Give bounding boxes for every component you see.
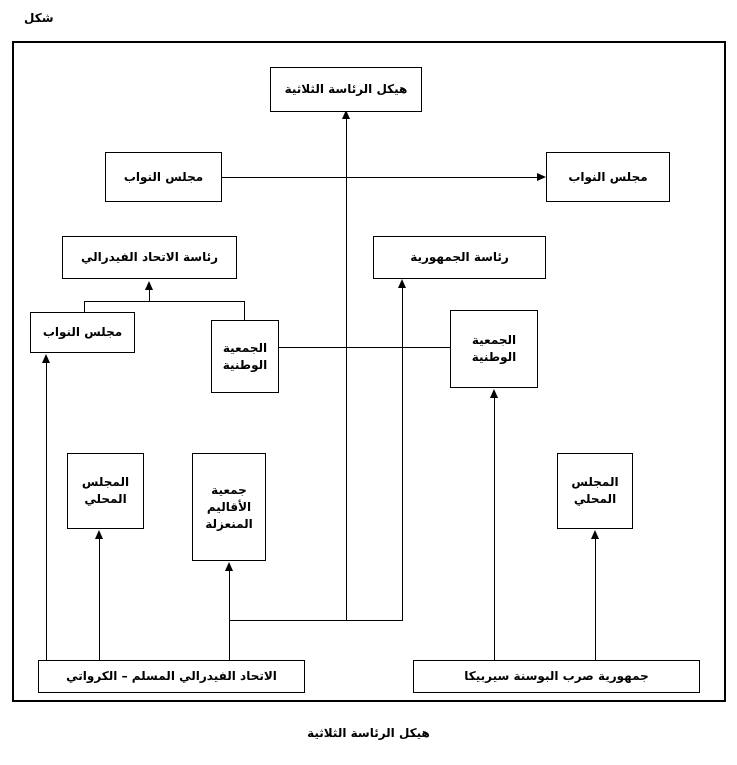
edge-bracket-left-drop-federation — [84, 301, 85, 313]
node-cantons-association[interactable]: جمعية الأقاليم المنعزلة — [192, 453, 266, 561]
node-federation-presidency[interactable]: رئاسة الاتحاد الفيدرالي — [62, 236, 237, 279]
node-house-of-representatives-small[interactable]: مجلس النواب — [30, 312, 135, 353]
arrowhead-house-of-representatives-right — [537, 173, 546, 181]
node-house-of-representatives-right[interactable]: مجلس النواب — [546, 152, 670, 202]
node-label: مجلس النواب — [123, 169, 204, 184]
arrowhead-tripartite-presidency — [342, 110, 350, 119]
diagram-frame — [12, 41, 726, 702]
node-local-council-left[interactable]: المجلس المحلي — [67, 453, 144, 529]
figure-caption: هيكل الرئاسة الثلاثية — [307, 726, 430, 740]
edge-national-assembly-left-to-right — [279, 347, 450, 348]
node-national-assembly-left[interactable]: الجمعية الوطنية — [211, 320, 279, 393]
arrowhead-republic-presidency — [398, 279, 406, 288]
node-label-line-1: جمعية — [211, 482, 247, 497]
edge-bracket-stem-federation — [149, 290, 150, 302]
edge-federation-to-local-council-left — [99, 538, 100, 661]
edge-bottom-rail — [229, 620, 403, 621]
edge-republika-to-national-assembly-right — [494, 396, 495, 661]
node-label-line-3: المنعزلة — [205, 516, 253, 531]
node-republika-srpska[interactable]: جمهورية صرب البوسنة سيربيكا — [413, 660, 700, 693]
node-muslim-croat-federation[interactable]: الاتحاد الفيدرالي المسلم – الكرواتي — [38, 660, 305, 693]
node-label-line-1: المجلس — [571, 475, 619, 489]
node-local-council-right[interactable]: المجلس المحلي — [557, 453, 633, 529]
node-house-of-representatives-left[interactable]: مجلس النواب — [105, 152, 222, 202]
edge-republika-to-local-council-right — [595, 538, 596, 661]
edge-federation-to-house-small — [46, 361, 47, 661]
node-label-line-2: المحلي — [84, 492, 127, 506]
node-label: مجلس النواب — [42, 325, 123, 339]
node-label-line-1: الجمعية — [471, 333, 517, 347]
edge-trunk-to-tripartite-presidency — [346, 117, 347, 621]
node-label-line-1: الجمعية — [222, 340, 268, 355]
arrowhead-local-council-left — [95, 530, 103, 539]
node-label-line-2: الأقاليم — [206, 499, 252, 514]
node-label: جمهورية صرب البوسنة سيربيكا — [464, 669, 649, 683]
arrowhead-cantons-association — [225, 562, 233, 571]
edge-federation-to-cantons-association — [229, 570, 230, 661]
node-tripartite-presidency[interactable]: هيكل الرئاسة الثلاثية — [270, 67, 422, 112]
edge-bracket-bar-federation — [84, 301, 245, 302]
arrowhead-local-council-right — [591, 530, 599, 539]
node-label: هيكل الرئاسة الثلاثية — [284, 82, 408, 96]
node-label: مجلس النواب — [568, 169, 648, 184]
node-national-assembly-right[interactable]: الجمعية الوطنية — [450, 310, 538, 388]
node-label-line-2: الوطنية — [471, 350, 517, 364]
node-republic-presidency[interactable]: رئاسة الجمهورية — [373, 236, 546, 279]
edge-bracket-right-drop-federation — [244, 301, 245, 321]
node-label: الاتحاد الفيدرالي المسلم – الكرواتي — [66, 669, 277, 683]
node-label: رئاسة الاتحاد الفيدرالي — [81, 250, 218, 264]
node-label-line-2: المحلي — [573, 492, 617, 506]
figure-label: شكل — [24, 11, 54, 25]
node-label: رئاسة الجمهورية — [410, 250, 509, 264]
node-label-line-2: الوطنية — [222, 357, 268, 372]
arrowhead-house-of-representatives-small — [42, 354, 50, 363]
edge-to-republic-presidency — [402, 286, 403, 621]
edge-house-left-to-house-right — [222, 177, 537, 178]
arrowhead-national-assembly-right — [490, 389, 498, 398]
node-label-line-1: المجلس — [81, 475, 130, 489]
arrowhead-federation-presidency — [145, 281, 153, 290]
